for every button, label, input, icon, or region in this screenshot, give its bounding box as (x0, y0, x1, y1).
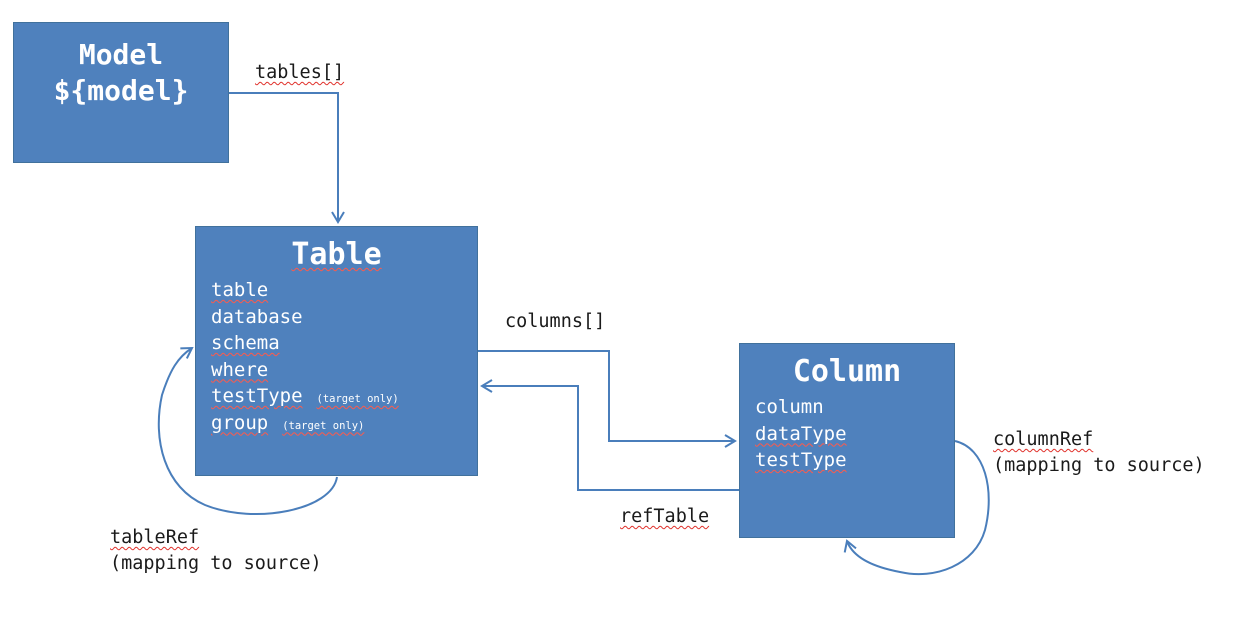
table-title: Table (291, 237, 382, 272)
columns-connector (478, 350, 737, 448)
column-ref-note: (mapping to source) (993, 455, 1205, 476)
column-field-data-type: dataType (755, 422, 847, 445)
column-fields: column dataType testType (755, 394, 847, 474)
column-ref-loop (843, 440, 990, 576)
target-only-note: (target only) (316, 393, 399, 405)
ref-table-label: refTable (620, 506, 710, 527)
table-ref-note: (mapping to source) (110, 553, 322, 574)
model-variable: ${model} (53, 74, 189, 107)
column-ref-label: columnRef (mapping to source) (993, 427, 1205, 479)
tables-label: tables[] (255, 62, 345, 83)
table-field-database: database (211, 305, 303, 328)
column-box: Column column dataType testType (739, 343, 955, 538)
column-title: Column (792, 354, 902, 389)
column-field-column: column (755, 396, 824, 418)
table-field-table: table (211, 279, 269, 301)
column-field-test-type: testType (755, 449, 847, 471)
model-title: Model (78, 38, 164, 71)
table-field-schema: schema (211, 332, 280, 354)
tables-connector (229, 92, 345, 224)
model-box: Model ${model} (13, 22, 229, 163)
table-field-test-type: testType(target only) (211, 385, 399, 407)
table-box: Table table database schema where testTy… (195, 226, 478, 476)
target-only-note: (target only) (282, 419, 365, 432)
columns-label: columns[] (505, 311, 606, 332)
ref-table-connector (480, 379, 739, 491)
table-field-group: group(target only) (211, 411, 365, 434)
table-ref-loop (157, 346, 338, 516)
table-ref-label: tableRef (mapping to source) (110, 525, 322, 577)
table-fields: table database schema where testType(tar… (211, 277, 399, 436)
table-field-where: where (211, 358, 269, 381)
